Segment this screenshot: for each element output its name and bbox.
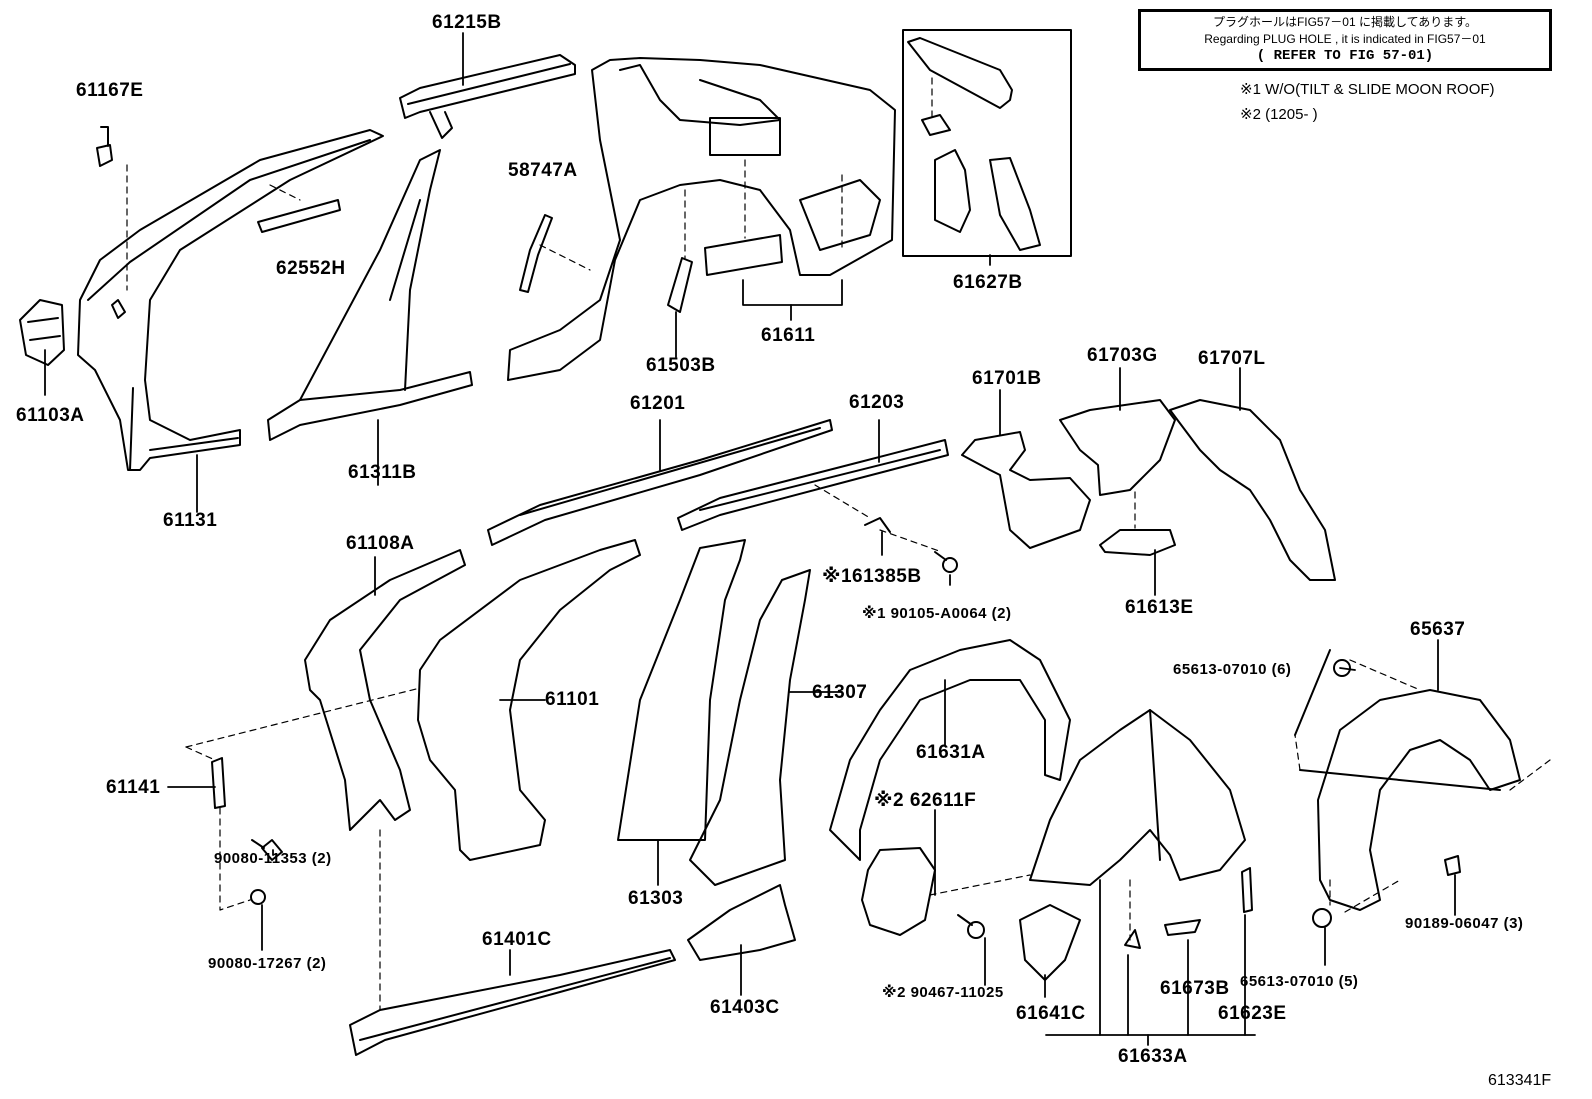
label-90080-17267[interactable]: 90080-17267 (2) [208,955,327,972]
part-quarter-panel[interactable] [507,57,896,381]
label-61703G[interactable]: 61703G [1087,345,1158,366]
label-61311B[interactable]: 61311B [348,462,417,483]
bracket-61385B[interactable] [864,517,891,533]
part-65637[interactable] [1294,649,1521,911]
label-61131[interactable]: 61131 [163,510,218,531]
label-61631A[interactable]: 61631A [916,742,986,763]
part-61108A[interactable] [304,549,466,831]
label-61673B[interactable]: 61673B [1160,978,1230,999]
figure-id: 613341F [1488,1072,1552,1089]
label-61401C[interactable]: 61401C [482,929,552,950]
label-61201[interactable]: 61201 [630,393,686,414]
label-62611F[interactable]: ※2 62611F [874,790,977,811]
label-61611[interactable]: 61611 [761,325,816,346]
fastener-90467[interactable] [957,914,985,939]
part-61633A[interactable] [1029,709,1246,886]
plug-hole-note-box: プラグホールはFIG57－01 に掲載してあります。 Regarding PLU… [1138,9,1552,71]
label-61108A[interactable]: 61108A [346,533,415,554]
fastener-90080-17267[interactable] [250,889,266,905]
footnote-2: ※2 (1205- ) [1240,106,1318,123]
label-61103A[interactable]: 61103A [16,405,85,426]
part-61311B[interactable] [267,149,473,441]
label-61385B[interactable]: ※161385B [822,566,922,587]
part-61215B[interactable] [399,54,576,139]
label-61141[interactable]: 61141 [106,777,161,798]
label-65613-07010-6[interactable]: 65613-07010 (6) [1173,661,1292,678]
fastener-65613-07010-6[interactable] [1333,659,1351,677]
part-61623E[interactable] [1241,867,1253,913]
label-61503B[interactable]: 61503B [646,355,716,376]
label-90467-11025[interactable]: ※2 90467-11025 [882,984,1004,1001]
label-61203[interactable]: 61203 [849,392,905,413]
plug-hole-note-en: Regarding PLUG HOLE , it is indicated in… [1204,32,1486,46]
inset-61627B[interactable] [902,29,1072,257]
label-61633A[interactable]: 61633A [1118,1046,1188,1067]
part-61303[interactable] [617,539,746,841]
label-65637[interactable]: 65637 [1410,619,1466,640]
part-61611-pad[interactable] [704,234,783,276]
label-90080-11353[interactable]: 90080-11353 (2) [214,850,332,867]
part-61203[interactable] [677,439,949,531]
leader-lines [44,32,1456,1046]
label-61403C[interactable]: 61403C [710,997,780,1018]
part-61307[interactable] [689,569,811,886]
fastener-90080-11353[interactable] [251,839,283,861]
part-61401C[interactable] [349,949,676,1056]
part-62611F[interactable] [861,847,936,936]
part-61631A[interactable] [829,639,1071,861]
fastener-90105[interactable] [934,551,958,573]
part-62552H[interactable] [257,199,341,233]
label-61641C[interactable]: 61641C [1016,1003,1086,1024]
label-90189-06047[interactable]: 90189-06047 (3) [1405,915,1524,932]
label-61627B[interactable]: 61627B [953,272,1023,293]
label-61303[interactable]: 61303 [628,888,684,909]
plug-hole-note-ja: プラグホールはFIG57－01 に掲載してあります。 [1212,15,1478,29]
part-61701B[interactable] [961,431,1091,549]
fastener-65613-07010-5[interactable] [1312,908,1332,928]
part-61101[interactable] [417,539,641,861]
part-61201[interactable] [487,419,833,546]
label-62552H[interactable]: 62552H [276,258,346,279]
part-61103A[interactable] [19,299,65,366]
label-61623E[interactable]: 61623E [1218,1003,1287,1024]
label-65613-07010-5[interactable]: 65613-07010 (5) [1240,973,1359,990]
dashed-lines [126,77,1551,1011]
label-61215B[interactable]: 61215B [432,12,502,33]
label-61101[interactable]: 61101 [545,689,600,710]
part-61167E[interactable] [96,126,113,167]
part-61703G[interactable] [1059,399,1176,496]
part-61503B[interactable] [667,257,693,313]
part-61707L[interactable] [1169,399,1336,581]
part-61403C[interactable] [687,884,796,961]
fastener-90189[interactable] [1444,855,1461,876]
label-90105-A0064[interactable]: ※1 90105-A0064 (2) [862,605,1012,622]
label-61167E[interactable]: 61167E [76,80,144,101]
part-58747A[interactable] [519,214,553,293]
part-61613E[interactable] [1099,529,1176,556]
label-61707L[interactable]: 61707L [1198,348,1266,369]
part-61141[interactable] [211,757,226,809]
refer-to-fig[interactable]: ( REFER TO FIG 57-01) [1256,48,1434,64]
label-61701B[interactable]: 61701B [972,368,1042,389]
part-61641C[interactable] [1019,904,1081,981]
label-61613E[interactable]: 61613E [1125,597,1194,618]
part-side-outer[interactable] [77,129,384,471]
label-61307[interactable]: 61307 [812,682,868,703]
footnote-1: ※1 W/O(TILT & SLIDE MOON ROOF) [1240,81,1495,98]
label-58747A[interactable]: 58747A [508,160,578,181]
